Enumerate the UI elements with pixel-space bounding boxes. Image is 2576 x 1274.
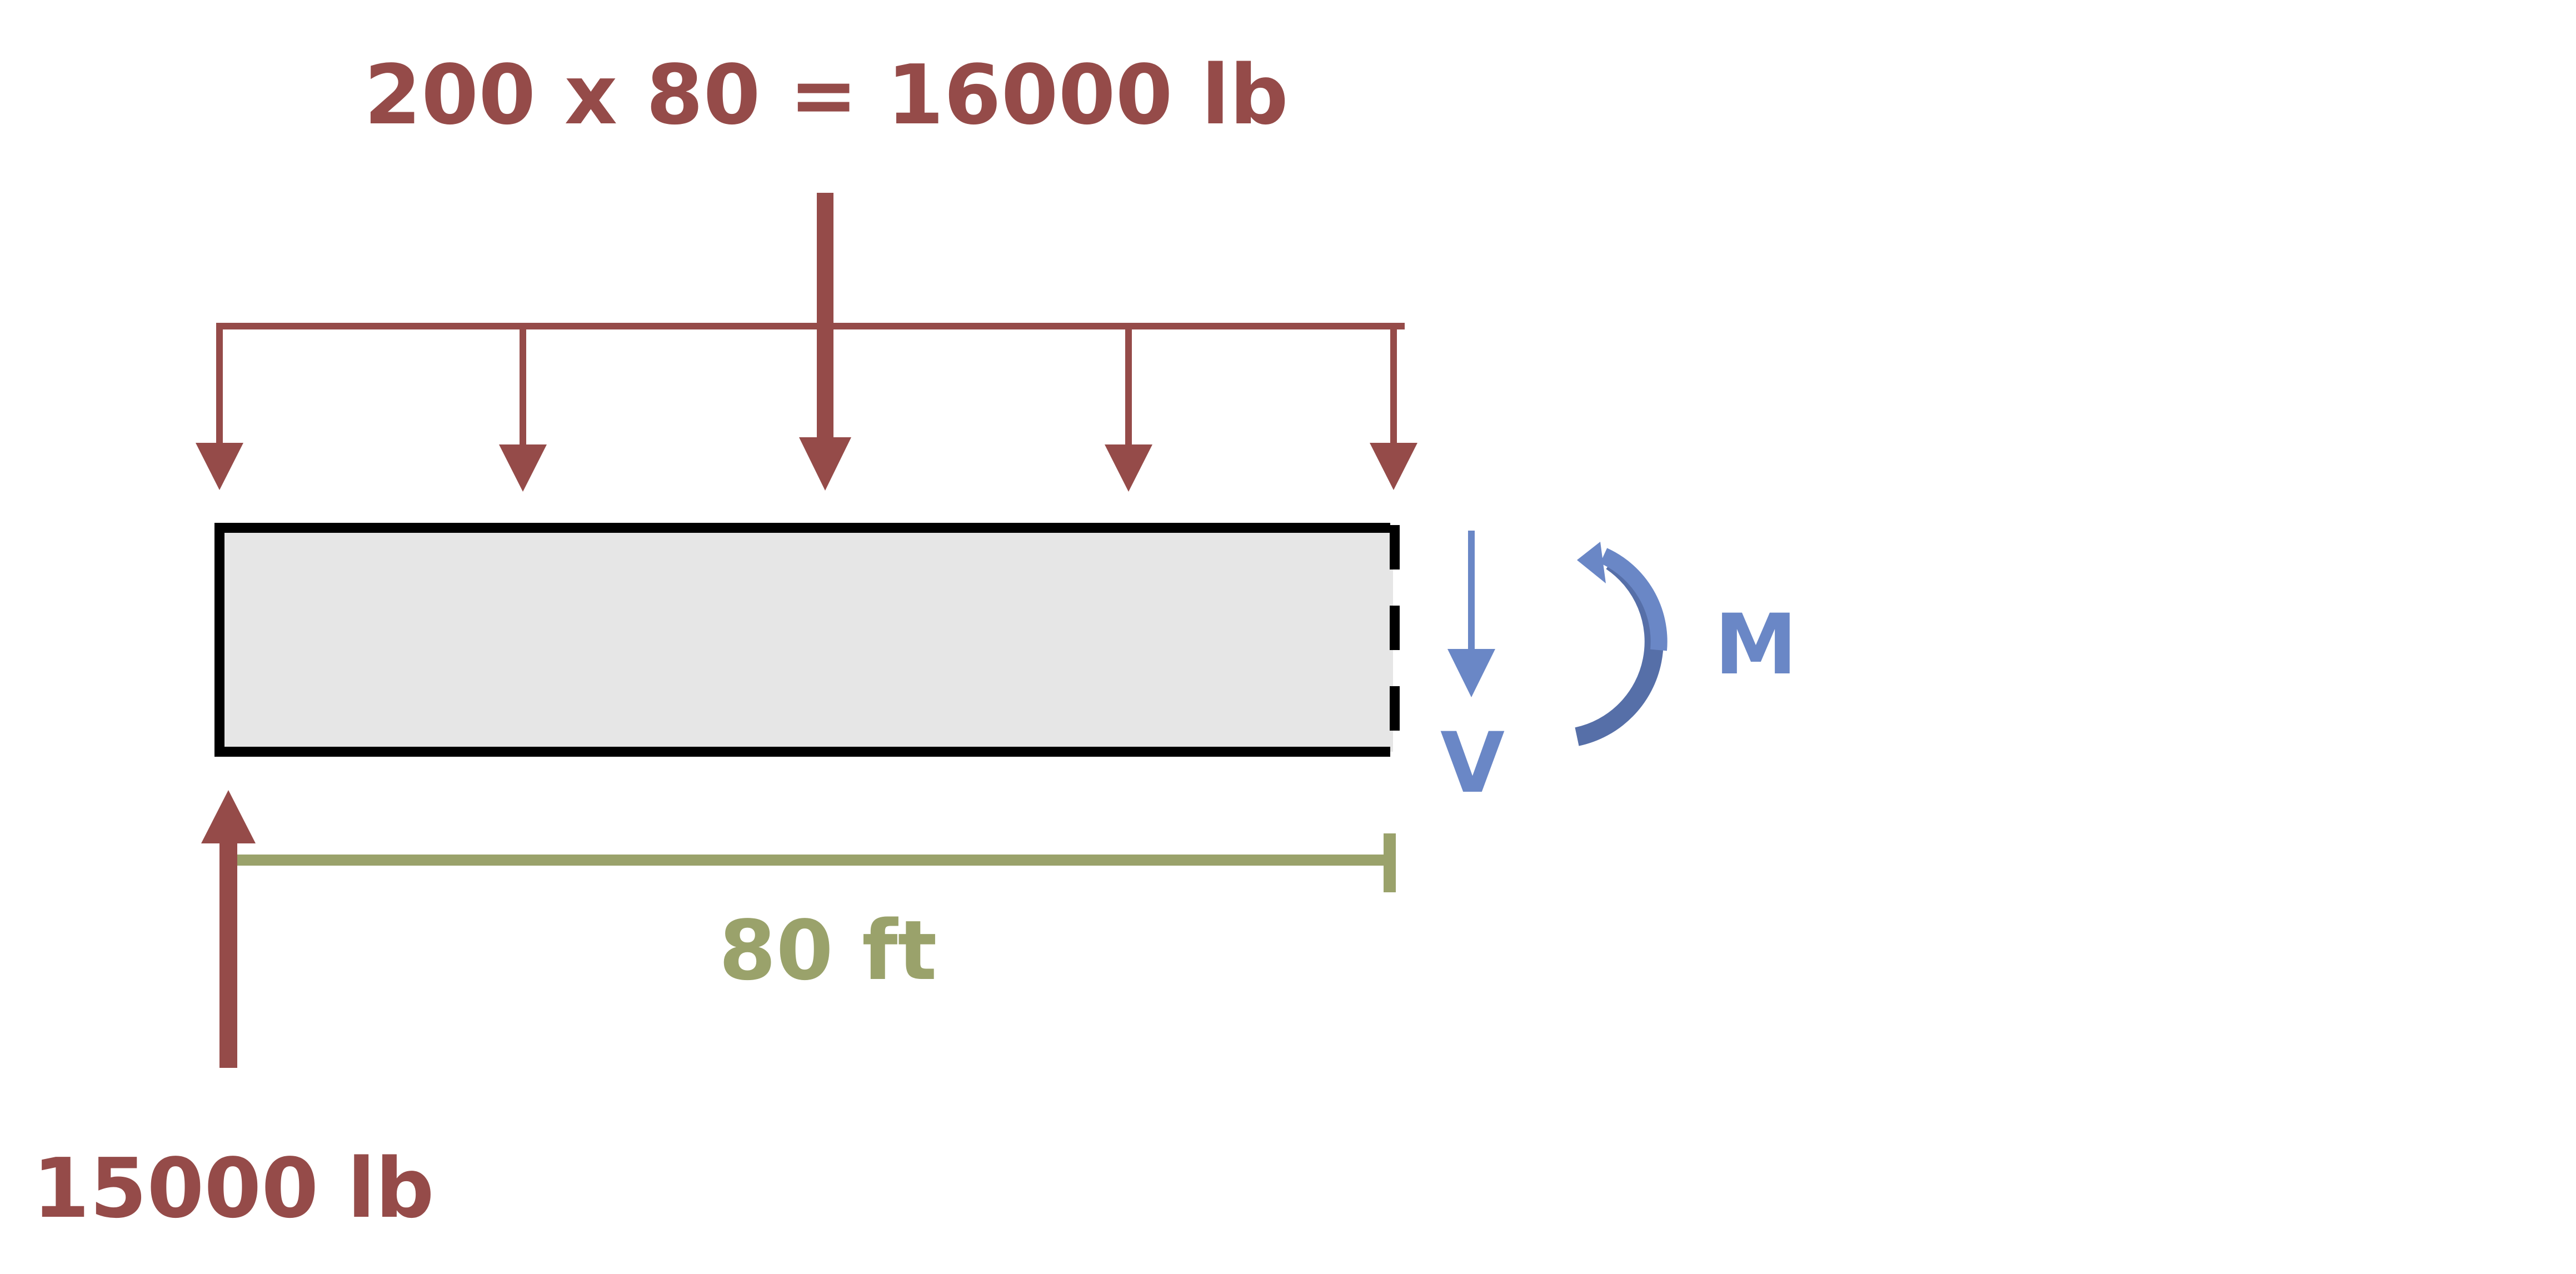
resultant-load-arrow bbox=[799, 193, 851, 491]
reaction-arrow bbox=[201, 790, 256, 1068]
moment-arrow bbox=[1575, 542, 1668, 746]
reaction-label: 15000 lb bbox=[32, 1141, 434, 1236]
load-arrow-4 bbox=[1105, 326, 1152, 492]
span-dimension bbox=[237, 833, 1396, 892]
moment-label: M bbox=[1714, 597, 1797, 693]
load-arrow-5 bbox=[1370, 323, 1417, 490]
load-arrow-2 bbox=[499, 326, 547, 492]
beam bbox=[214, 523, 1400, 757]
load-arrow-1 bbox=[196, 323, 243, 490]
span-label: 80 ft bbox=[719, 903, 937, 998]
shear-label: V bbox=[1440, 715, 1505, 812]
shear-arrow bbox=[1447, 531, 1495, 697]
resultant-load-label: 200 x 80 = 16000 lb bbox=[364, 47, 1289, 143]
distributed-load bbox=[196, 323, 1417, 492]
